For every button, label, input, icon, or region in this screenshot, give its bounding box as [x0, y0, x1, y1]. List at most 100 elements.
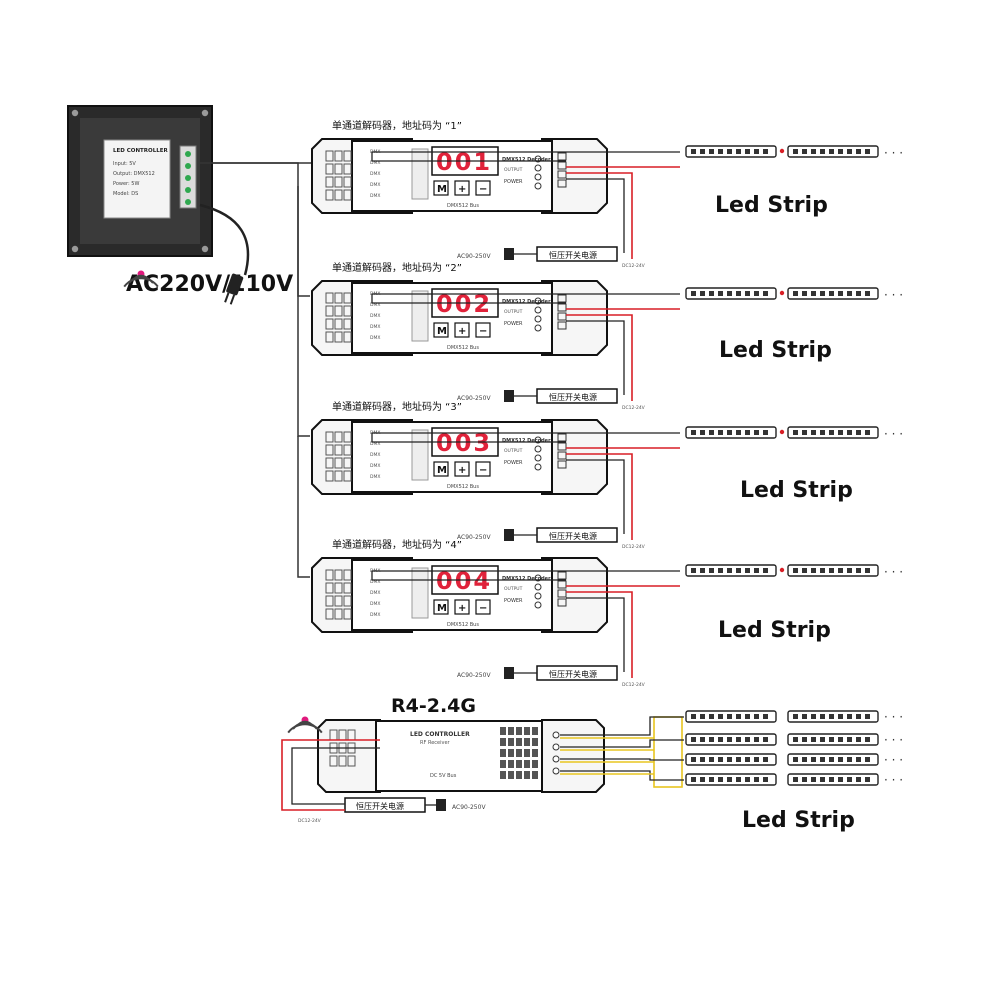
- output-slot: [557, 442, 567, 451]
- minus-button: [475, 461, 491, 477]
- terminal-slot: [343, 305, 352, 317]
- output-slot: [557, 451, 567, 460]
- led-chip: [829, 777, 834, 782]
- receiver-output-wire: [560, 716, 684, 736]
- led-chip: [754, 568, 759, 573]
- ac-plug-icon: [504, 248, 514, 260]
- yellow-bus-frame: [653, 716, 683, 788]
- dc-label: DC12-24V: [622, 682, 646, 688]
- terminal-slot: [334, 318, 343, 330]
- led-strip-segment: [685, 710, 777, 723]
- led-chip: [700, 568, 705, 573]
- panel-plate-line: Model: DS: [113, 191, 138, 197]
- terminal-slot: [334, 444, 343, 456]
- button-frame: [454, 461, 470, 477]
- terminal-label: DMX: [370, 441, 380, 447]
- terminal-label: DMX: [370, 601, 380, 607]
- output-matrix-cell: [524, 727, 530, 735]
- output-slot: [557, 589, 567, 598]
- output-terminal: [534, 315, 542, 323]
- button-label: −: [479, 603, 487, 614]
- output-matrix-cell: [524, 738, 530, 746]
- led-chip: [838, 777, 843, 782]
- dc-label: DC12-24V: [622, 544, 646, 550]
- terminal-label: DMX: [370, 579, 380, 585]
- led-chip: [700, 291, 705, 296]
- power-text: POWER: [504, 321, 523, 327]
- led-chip: [709, 149, 714, 154]
- terminal-slot: [329, 755, 338, 767]
- output-matrix-cell: [532, 749, 538, 757]
- model-text: DMX512 Decoder: [502, 438, 551, 444]
- led-chip: [736, 757, 741, 762]
- button-label: −: [479, 184, 487, 195]
- led-chip: [820, 714, 825, 719]
- led-chip: [811, 777, 816, 782]
- button-frame: [433, 599, 449, 615]
- ac-plug-icon: [504, 390, 514, 402]
- receiver-bus-label: DC 5V Bus: [430, 773, 457, 779]
- led-chip: [820, 737, 825, 742]
- output-matrix-cell: [516, 727, 522, 735]
- output-matrix-cell: [532, 771, 538, 779]
- receiver-model-label: R4-2.4G: [391, 695, 476, 717]
- led-chip: [829, 757, 834, 762]
- output-terminal: [552, 755, 560, 763]
- button-label: +: [458, 326, 466, 337]
- led-strip-segment: [685, 773, 777, 786]
- led-chip: [754, 430, 759, 435]
- terminal-slot: [343, 457, 352, 469]
- led-chip: [793, 757, 798, 762]
- led-chip: [754, 737, 759, 742]
- button-label: M: [437, 326, 447, 337]
- output-matrix-cell: [500, 771, 506, 779]
- led-chip: [727, 714, 732, 719]
- panel-screw: [71, 109, 79, 117]
- led-chip: [820, 291, 825, 296]
- output-slot: [557, 294, 567, 303]
- led-chip: [838, 430, 843, 435]
- terminal-slot: [334, 189, 343, 201]
- button-frame: [454, 322, 470, 338]
- terminal-slot: [334, 431, 343, 443]
- led-chip: [736, 291, 741, 296]
- output-terminal: [534, 324, 542, 332]
- led-chip: [700, 737, 705, 742]
- ellipsis: · · ·: [884, 753, 903, 767]
- led-chip: [700, 149, 705, 154]
- button-label: +: [458, 465, 466, 476]
- power-supply-label: 恒压开关电源: [549, 531, 597, 541]
- output-terminal: [552, 767, 560, 775]
- output-matrix-cell: [516, 771, 522, 779]
- dc-label: DC12-24V: [622, 405, 646, 411]
- output-terminal: [534, 306, 542, 314]
- led-chip: [820, 568, 825, 573]
- terminal-slot: [334, 595, 343, 607]
- led-chip: [838, 757, 843, 762]
- receiver-header: LED CONTROLLER: [410, 731, 470, 738]
- led-chip: [829, 714, 834, 719]
- output-slot: [557, 161, 567, 170]
- plus-button: [454, 180, 470, 196]
- led-chip: [727, 777, 732, 782]
- led-strip-segment: [685, 564, 777, 577]
- strip-connector: [779, 148, 785, 154]
- decoder-unit-4: [311, 557, 785, 681]
- wall-panel-controller: [67, 105, 213, 257]
- led-chip: [709, 430, 714, 435]
- led-chip: [745, 757, 750, 762]
- output-matrix-cell: [508, 771, 514, 779]
- led-chip: [727, 568, 732, 573]
- led-chip: [802, 291, 807, 296]
- ellipsis: · · ·: [884, 565, 903, 579]
- led-chip: [793, 291, 798, 296]
- button-frame: [454, 180, 470, 196]
- plug-pin: [224, 292, 230, 303]
- terminal-label: DMX: [370, 193, 380, 199]
- led-chip: [847, 568, 852, 573]
- led-chip: [802, 430, 807, 435]
- ac-input-label: AC90-250V: [457, 672, 491, 679]
- led-strip-segment: [685, 145, 777, 158]
- led-chip: [838, 291, 843, 296]
- led-chip: [811, 568, 816, 573]
